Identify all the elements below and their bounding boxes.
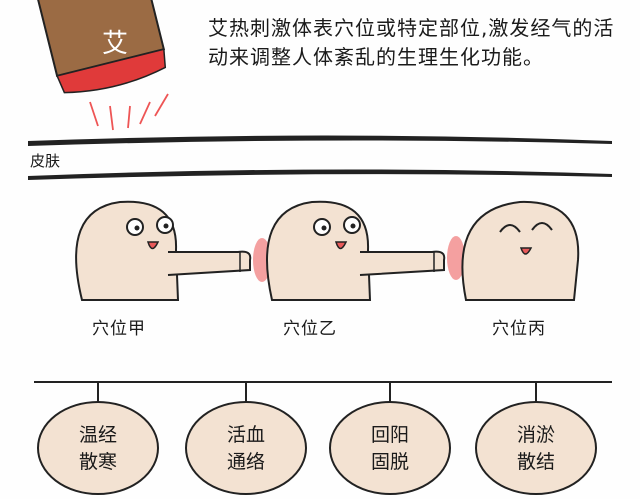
tree-connector — [34, 381, 612, 402]
figure-acupoint-a — [75, 200, 252, 301]
effect-line: 通络 — [226, 451, 265, 473]
effect-dissolve-stasis: 消淤 散结 — [496, 422, 576, 476]
effect-line: 散寒 — [78, 451, 117, 473]
acupoint-label: 穴位甲 — [92, 319, 146, 339]
figure-acupoint-c — [461, 200, 580, 301]
skin-label: 皮肤 — [30, 152, 61, 170]
effect-restore-yang: 回阳 固脱 — [350, 422, 430, 476]
effect-oval — [37, 401, 159, 495]
moxa-stick-illustration: 艾 — [36, 0, 169, 131]
effect-line: 消淤 — [516, 424, 555, 446]
moxa-burning-tip — [56, 48, 167, 94]
acupoint-label: 穴位丙 — [492, 319, 546, 339]
acupoint-figures — [75, 200, 580, 301]
acupoint-label: 穴位乙 — [283, 319, 337, 339]
effect-oval — [185, 401, 307, 495]
contact-glow — [447, 236, 465, 280]
effect-warm-meridian: 温经 散寒 — [58, 422, 138, 476]
skin-dividers — [28, 135, 612, 180]
effect-line: 活血 — [226, 424, 265, 446]
moxa-label: 艾 — [102, 29, 128, 59]
effect-oval — [475, 401, 597, 495]
figure-acupoint-b — [266, 200, 446, 301]
effect-oval — [329, 401, 451, 495]
effect-line: 温经 — [78, 424, 117, 446]
heat-rays — [89, 93, 169, 131]
intro-paragraph: 艾热刺激体表穴位或特定部位,激发经气的活动来调整人体紊乱的生理生化功能。 — [208, 16, 615, 69]
effects-tree — [34, 381, 612, 495]
effect-line: 回阳 — [370, 424, 409, 446]
effect-line: 散结 — [516, 451, 555, 473]
effect-line: 固脱 — [370, 451, 409, 473]
effect-activate-blood: 活血 通络 — [206, 422, 286, 476]
